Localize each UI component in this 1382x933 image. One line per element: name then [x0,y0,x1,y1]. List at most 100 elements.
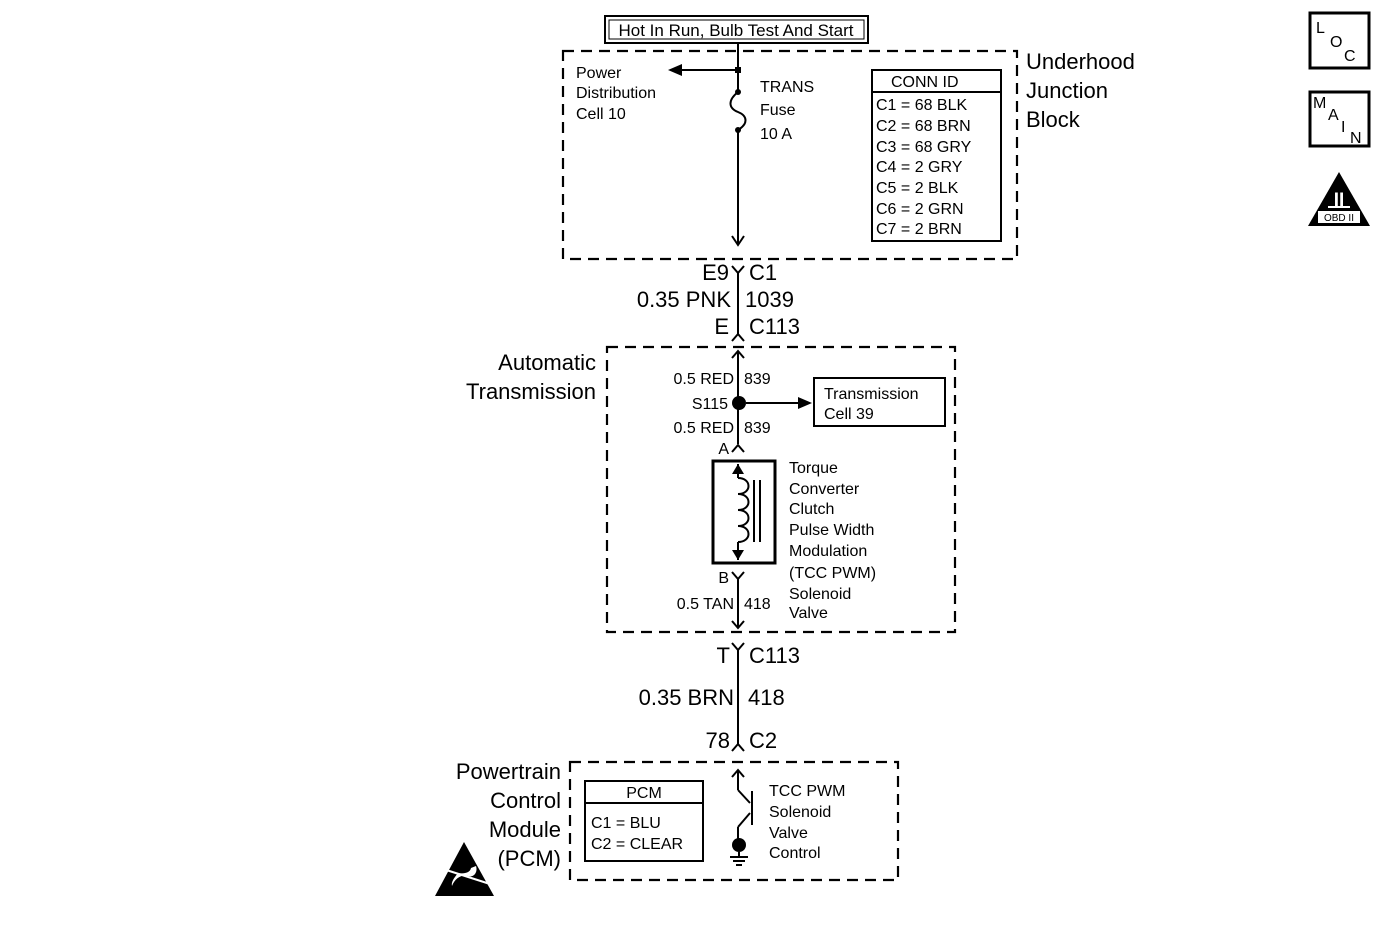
connector-c113-upper: C113 [749,314,800,339]
wire-839-upper-gauge: 0.5 RED [674,371,734,388]
svg-text:CONN ID: CONN ID [891,74,959,91]
transmission-cell-39-box: Transmission Cell 39 [813,377,946,427]
svg-text:PCM: PCM [626,785,662,802]
trans-fuse-label: TRANS Fuse 10 A [760,79,814,143]
pin-e: E [714,314,729,339]
svg-text:Distribution: Distribution [576,85,656,102]
svg-text:Automatic: Automatic [498,350,596,375]
svg-text:Control: Control [490,788,561,813]
svg-text:Underhood: Underhood [1026,49,1135,74]
svg-text:Solenoid: Solenoid [789,586,851,603]
pin-b-symbol [731,571,745,581]
svg-text:Valve: Valve [769,825,808,842]
splice-s115-label: S115 [692,396,728,413]
wire-418-circuit: 418 [748,685,785,710]
loc-icon: L O C [1308,11,1371,70]
svg-text:C1 = 68 BLK: C1 = 68 BLK [876,97,968,114]
svg-text:II: II [1334,190,1345,211]
svg-text:A: A [1328,107,1339,124]
pin-78: 78 [706,728,730,753]
connector-c1-symbol [731,265,745,275]
pcm-connector-table: PCM C1 = BLU C2 = CLEAR [584,780,704,862]
pin-t: T [717,643,730,668]
esd-warning-icon [435,842,494,896]
svg-text:Converter: Converter [789,481,860,498]
svg-text:Block: Block [1026,107,1081,132]
svg-text:C7 = 2 BRN: C7 = 2 BRN [876,221,962,238]
underhood-junction-block [561,49,1019,261]
tcc-pwm-control-label: TCC PWM Solenoid Valve Control [769,783,845,862]
svg-text:10 A: 10 A [760,126,792,143]
wire-839-lower-gauge: 0.5 RED [674,420,734,437]
power-source-label: Hot In Run, Bulb Test And Start [619,21,854,40]
arrow-down-icon [731,235,745,247]
tcc-pwm-solenoid-icon [711,459,777,565]
svg-text:Junction: Junction [1026,78,1108,103]
connector-c2-symbol [731,742,745,752]
svg-text:Cell 10: Cell 10 [576,106,626,123]
wire-418-inner-circuit: 418 [744,596,771,613]
connector-c2: C2 [749,728,777,753]
wire-418-inner-gauge: 0.5 TAN [677,596,734,613]
svg-text:C3 = 68 GRY: C3 = 68 GRY [876,139,972,156]
main-icon: M A I N [1308,90,1371,148]
svg-text:I: I [1341,119,1345,136]
svg-text:C2 = CLEAR: C2 = CLEAR [591,836,683,853]
pin-a-symbol [731,443,745,453]
transistor-icon [731,768,753,845]
connector-c113-top-symbol [731,332,745,342]
svg-text:N: N [1350,130,1362,147]
svg-text:Cell 39: Cell 39 [824,406,874,423]
svg-text:Modulation: Modulation [789,543,867,560]
pin-b-label: B [718,570,729,587]
underhood-title: Underhood Junction Block [1026,49,1135,132]
svg-text:C5 = 2 BLK: C5 = 2 BLK [876,180,959,197]
automatic-transmission-title: Automatic Transmission [466,350,596,404]
wire-1039-circuit: 1039 [745,287,794,312]
connector-id-table: CONN ID C1 = 68 BLK C2 = 68 BRN C3 = 68 … [871,69,1002,242]
wire-1039-gauge-color: 0.35 PNK [637,287,731,312]
svg-text:C4 = 2 GRY: C4 = 2 GRY [876,159,963,176]
wire-418-gauge-color: 0.35 BRN [639,685,734,710]
arrow-left-icon [668,64,682,76]
pin-a-label: A [718,441,729,458]
connector-c113-lower: C113 [749,643,800,668]
pcm-title: Powertrain Control Module (PCM) [456,759,561,871]
svg-text:C1 = BLU: C1 = BLU [591,815,661,832]
connector-c113-lower-symbol [731,642,745,652]
svg-text:M: M [1313,95,1326,112]
svg-text:TRANS: TRANS [760,79,814,96]
arrow-right-icon [798,397,812,409]
power-distribution-label: Power Distribution Cell 10 [576,65,656,123]
svg-text:Transmission: Transmission [824,386,919,403]
svg-text:Control: Control [769,845,821,862]
tcc-pwm-solenoid-label: Torque Converter Clutch Pulse Width Modu… [789,460,876,622]
svg-text:TCC PWM: TCC PWM [769,783,845,800]
svg-text:O: O [1330,34,1342,51]
svg-text:C: C [1344,48,1356,65]
svg-text:C6 = 2 GRN: C6 = 2 GRN [876,201,964,218]
svg-text:Pulse Width: Pulse Width [789,522,874,539]
ground-icon [730,838,748,866]
connector-c1: C1 [749,260,777,285]
svg-text:Powertrain: Powertrain [456,759,561,784]
svg-text:Valve: Valve [789,605,828,622]
splice-s115 [732,396,746,410]
svg-text:L: L [1316,20,1325,37]
svg-text:Transmission: Transmission [466,379,596,404]
pin-e9: E9 [702,260,729,285]
wire-839-upper-circuit: 839 [744,371,771,388]
pcm-block [568,760,900,882]
svg-text:Fuse: Fuse [760,102,796,119]
svg-text:Clutch: Clutch [789,501,834,518]
svg-text:C2 = 68 BRN: C2 = 68 BRN [876,118,971,135]
svg-text:(PCM): (PCM) [497,846,561,871]
svg-text:Torque: Torque [789,460,838,477]
fuse-icon [729,91,747,131]
wire-839-lower-circuit: 839 [744,420,771,437]
svg-text:Module: Module [489,817,561,842]
svg-text:Solenoid: Solenoid [769,804,831,821]
svg-text:Power: Power [576,65,622,82]
svg-text:OBD II: OBD II [1324,213,1354,224]
